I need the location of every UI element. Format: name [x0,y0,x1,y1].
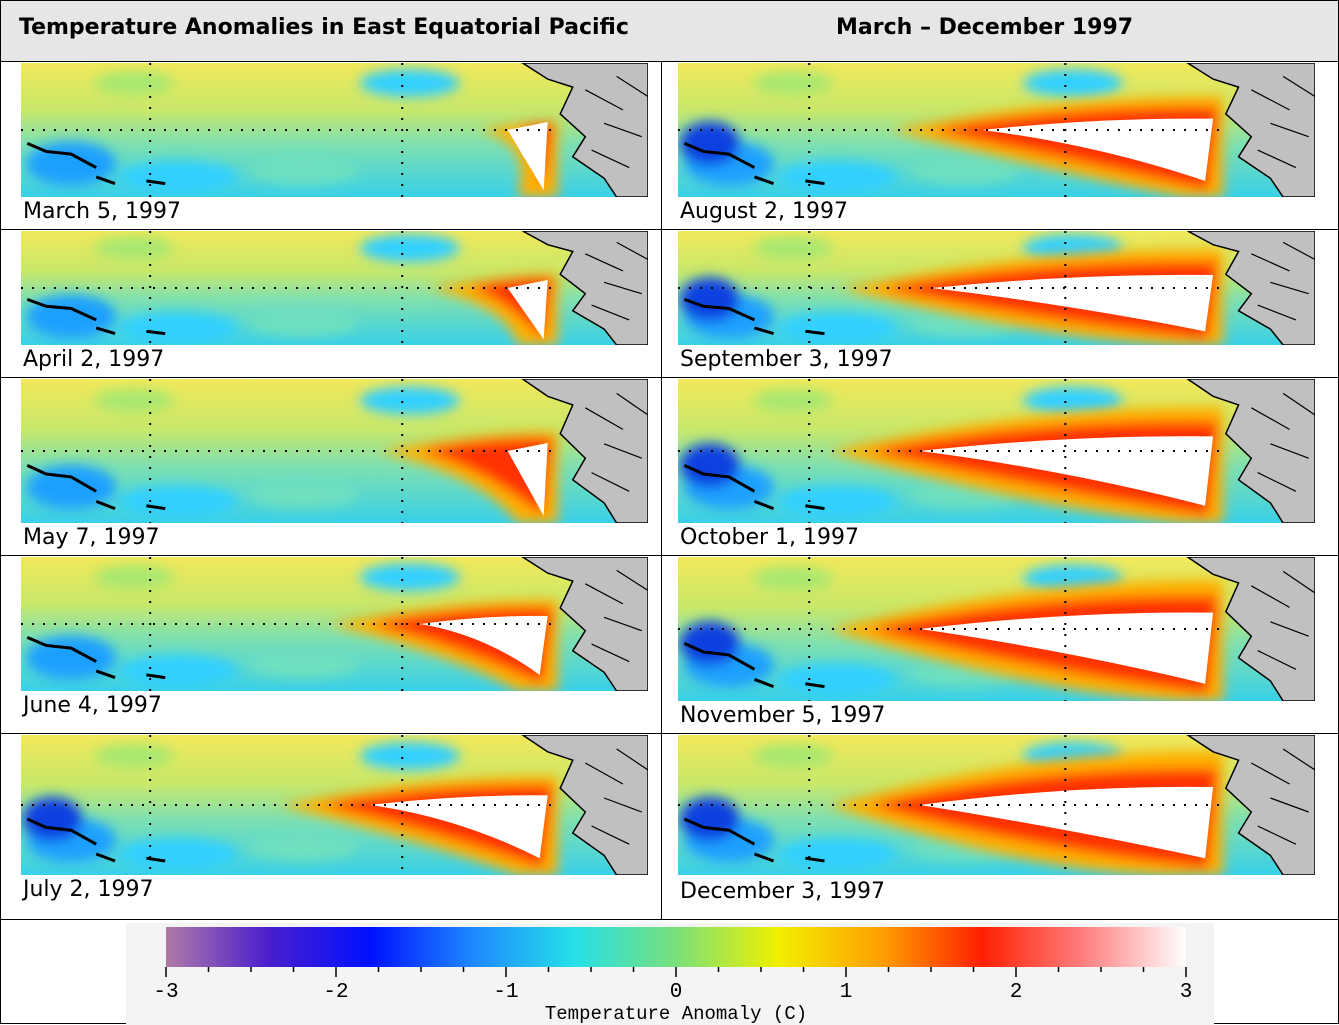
sst-map [678,63,1315,197]
sst-map [678,231,1315,345]
legend-tick-label: -2 [323,981,348,1004]
column-divider [661,61,662,919]
colorbar [166,927,1186,967]
row-divider [662,555,1338,556]
header-bar: Temperature Anomalies in East Equatorial… [1,1,1338,62]
row-divider [662,229,1338,230]
sst-map [21,379,648,523]
panel-date: May 7, 1997 [23,525,160,550]
row-divider [1,229,661,230]
row-divider [662,377,1338,378]
legend-tick-label: -3 [153,981,178,1004]
panel-date: April 2, 1997 [23,347,165,372]
panel-date: September 3, 1997 [680,347,893,372]
legend-tick-label: 0 [670,981,683,1004]
row-divider [662,733,1338,734]
legend-ticks: -3 -2 -1 0 1 2 3 [153,967,1192,1004]
panel-date: December 3, 1997 [680,879,886,904]
legend-tick-label: 2 [1010,981,1023,1004]
legend-divider [1,919,1338,920]
panel-date: August 2, 1997 [680,199,848,224]
figure-title: Temperature Anomalies in East Equatorial… [19,15,629,40]
sst-map [678,379,1315,523]
sst-map [21,231,648,345]
sst-map [21,557,648,691]
figure-period: March – December 1997 [836,15,1134,40]
panel-date: October 1, 1997 [680,525,860,550]
panel-date: March 5, 1997 [23,199,182,224]
legend-label: Temperature Anomaly (C) [545,1003,807,1025]
sst-map [678,735,1315,875]
row-divider [1,377,661,378]
sst-map [21,735,648,875]
sst-map [21,63,648,197]
panel-date: November 5, 1997 [680,703,886,728]
panel-date: July 2, 1997 [23,877,154,902]
row-divider [1,555,661,556]
color-legend: -3 -2 -1 0 1 2 3 Temperature Anomaly (C) [126,923,1214,1025]
sst-map [678,557,1315,701]
legend-tick-label: -1 [493,981,518,1004]
row-divider [1,733,661,734]
legend-tick-label: 1 [840,981,853,1004]
legend-graphic: -3 -2 -1 0 1 2 3 Temperature Anomaly (C) [153,927,1192,1025]
legend-tick-label: 3 [1180,981,1193,1004]
panel-date: June 4, 1997 [23,693,162,718]
